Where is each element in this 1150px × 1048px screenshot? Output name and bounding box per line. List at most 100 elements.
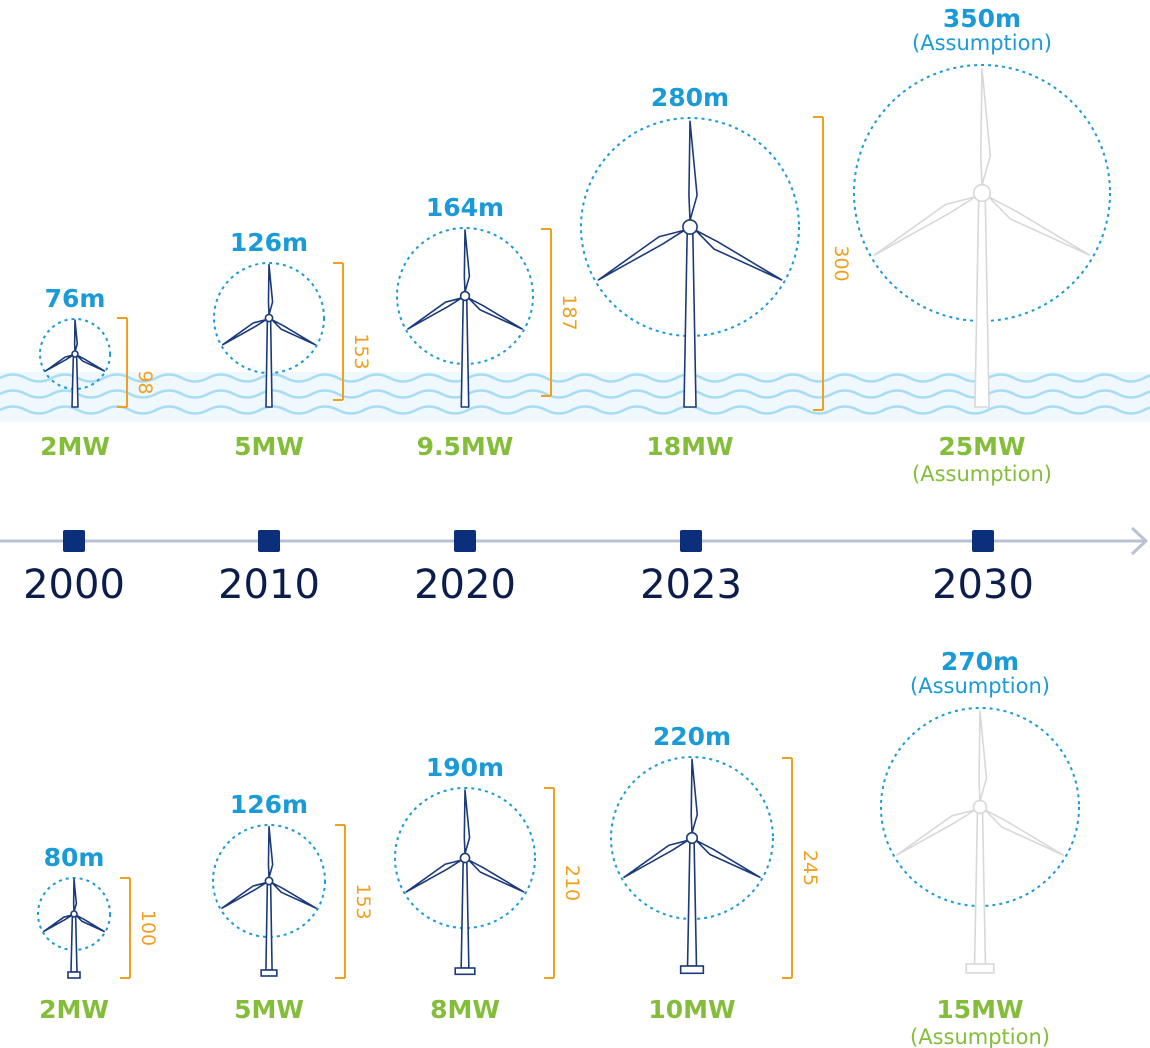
- turbine-blade: [467, 297, 523, 330]
- turbine-hub: [264, 313, 274, 323]
- turbine-blade: [42, 914, 73, 933]
- rotor-diameter-label: 126m: [230, 228, 308, 257]
- turbine-blade: [73, 319, 79, 353]
- rotor-diameter-label: 126m: [230, 790, 308, 819]
- diameter-assumption-note: (Assumption): [912, 31, 1052, 55]
- tip-height-label: 153: [350, 333, 372, 369]
- turbine-tower: [686, 837, 698, 967]
- rotor-diameter-label: 164m: [426, 193, 504, 222]
- turbine-blade: [597, 229, 686, 281]
- turbine-tower: [70, 913, 78, 973]
- turbine-hub: [972, 799, 988, 815]
- tip-height-label: 100: [137, 910, 159, 946]
- rated-power-label: 2MW: [39, 995, 109, 1024]
- turbine-tower: [460, 857, 470, 969]
- rotor-diameter-circle: [39, 318, 111, 390]
- turbine-hub: [682, 219, 698, 235]
- turbine-hub: [70, 910, 78, 918]
- power-assumption-note: (Assumption): [912, 462, 1052, 486]
- turbine-blade: [978, 710, 988, 802]
- turbine-blade: [873, 196, 977, 256]
- rotor-diameter-circle: [853, 64, 1111, 322]
- turbine-foundation: [260, 969, 278, 977]
- turbine-hub: [459, 290, 471, 302]
- turbine-hub: [685, 831, 699, 845]
- onshore-turbine-0: 80m 100 2MW: [37, 843, 159, 1024]
- wave-line: [0, 405, 1150, 415]
- tip-height-label: 187: [558, 294, 580, 330]
- turbine-blade: [405, 859, 463, 893]
- turbine-blade: [463, 789, 471, 855]
- rotor-diameter-circle: [394, 787, 536, 929]
- turbine-blade: [690, 758, 699, 834]
- rated-power-label: 10MW: [648, 995, 735, 1024]
- rated-power-label: 5MW: [234, 995, 304, 1024]
- turbine-foundation: [679, 965, 705, 975]
- onshore-turbine-4: 270m(Assumption)15MW(Assumption): [880, 647, 1080, 1048]
- rotor-diameter-label: 280m: [651, 83, 729, 112]
- turbine-blade: [44, 354, 74, 372]
- turbine-blade: [688, 120, 698, 222]
- turbine-blade: [896, 809, 976, 856]
- turbine-blade: [984, 809, 1064, 856]
- rotor-diameter-label: 80m: [44, 843, 105, 872]
- rated-power-label: 2MW: [40, 432, 110, 461]
- tip-height-label: 300: [830, 245, 852, 281]
- power-assumption-note: (Assumption): [910, 1025, 1050, 1048]
- timeline-marker-2020: [454, 530, 476, 552]
- turbine-blade: [463, 229, 471, 293]
- turbine-tower: [265, 317, 273, 408]
- turbine-blade: [267, 825, 274, 879]
- rated-power-label: 8MW: [430, 995, 500, 1024]
- year-label-2020: 2020: [414, 562, 516, 608]
- timeline-marker-2010: [258, 530, 280, 552]
- rated-power-label: 5MW: [234, 432, 304, 461]
- turbine-blade: [979, 68, 992, 187]
- timeline-marker-2030: [972, 530, 994, 552]
- rotor-diameter-label: 220m: [653, 722, 731, 751]
- rotor-diameter-label: 350m: [943, 4, 1021, 33]
- turbine-tower: [265, 880, 273, 971]
- turbine-hub: [71, 350, 79, 358]
- turbine-blade: [987, 196, 1091, 256]
- turbine-foundation: [454, 967, 476, 976]
- turbine-tower: [460, 295, 470, 408]
- turbine-hub: [264, 876, 274, 886]
- rated-power-label: 18MW: [646, 432, 733, 461]
- turbine-blade: [694, 229, 783, 281]
- onshore-turbine-1: 126m 153 5MW: [212, 790, 374, 1024]
- diameter-assumption-note: (Assumption): [910, 674, 1050, 698]
- rated-power-label: 9.5MW: [417, 432, 514, 461]
- rated-power-label: 25MW: [938, 432, 1025, 461]
- timeline-marker-2023: [680, 530, 702, 552]
- rotor-diameter-label: 270m: [941, 647, 1019, 676]
- turbine-blade: [271, 318, 317, 346]
- year-label-2000: 2000: [23, 562, 125, 608]
- turbine-blade: [221, 881, 267, 909]
- year-label-2030: 2030: [932, 562, 1034, 608]
- turbine-blade: [221, 318, 267, 346]
- turbine-blade: [267, 263, 274, 316]
- turbine-blade: [76, 354, 106, 372]
- year-label-2010: 2010: [218, 562, 320, 608]
- onshore-turbines: 80m 100 2MW 126m 153 5MW 190m2108MW220m24510MW…: [37, 647, 1080, 1048]
- turbine-tower: [71, 353, 79, 408]
- offshore-turbine-4: 350m(Assumption)25MW(Assumption): [853, 4, 1111, 486]
- turbine-tower: [683, 226, 697, 408]
- rotor-diameter-label: 76m: [45, 284, 106, 313]
- turbine-hub: [972, 183, 992, 203]
- sea-waves: [0, 372, 1150, 422]
- tip-height-label: 153: [352, 883, 374, 919]
- rated-power-label: 15MW: [936, 995, 1023, 1024]
- offshore-turbine-1: 126m 153 5MW: [213, 228, 372, 461]
- turbine-blade: [623, 839, 689, 879]
- turbine-blade: [271, 881, 317, 909]
- rotor-diameter-circle: [580, 117, 800, 337]
- turbine-blade: [72, 878, 78, 913]
- offshore-turbine-3: 280m 300 18MW: [580, 83, 852, 461]
